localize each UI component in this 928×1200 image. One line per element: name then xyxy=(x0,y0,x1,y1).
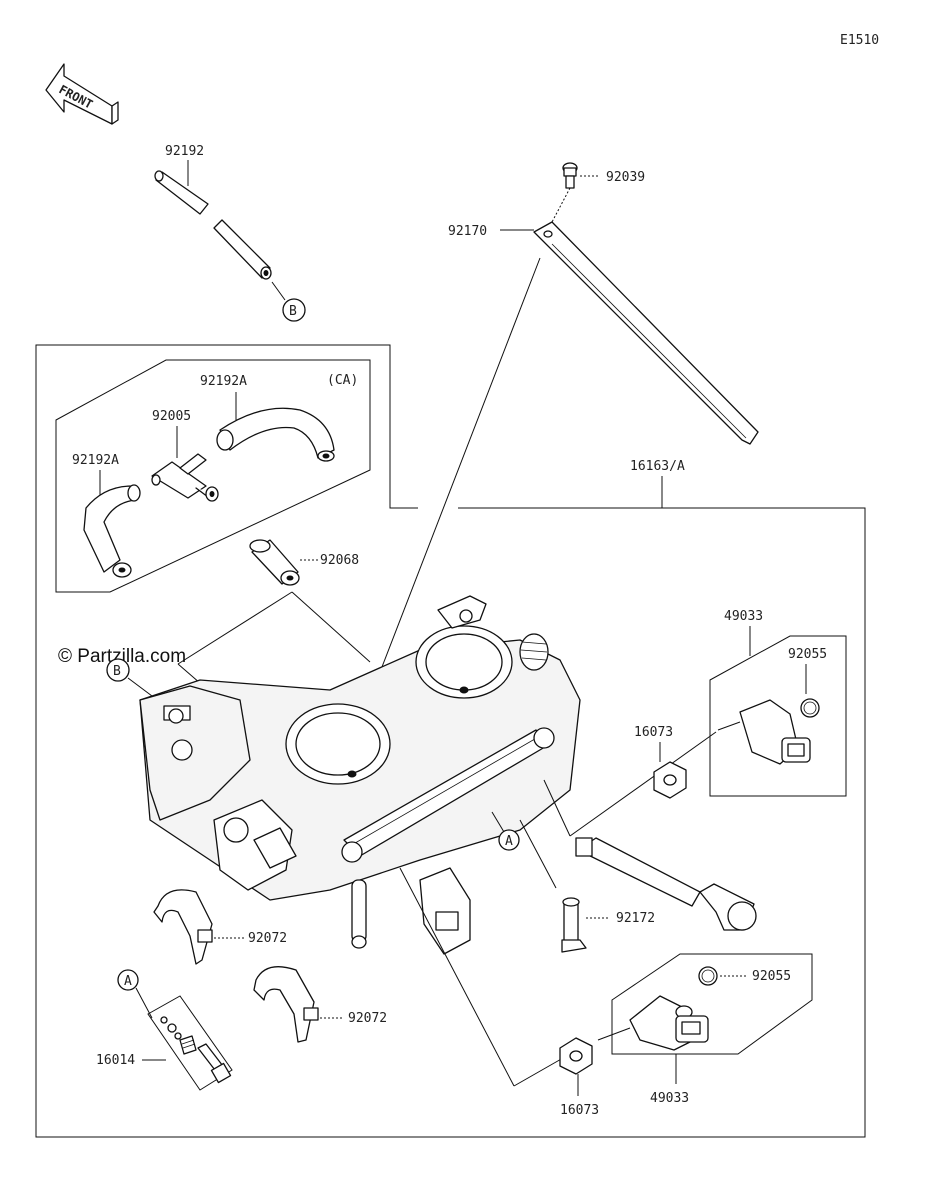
ca-subassembly-frame xyxy=(55,359,371,593)
label-92192a-top: 92192A xyxy=(200,374,247,389)
fuel-hose-right xyxy=(575,837,757,931)
label-16073-right: 16073 xyxy=(634,725,673,740)
hose-92192a-left xyxy=(83,484,141,578)
fuel-rail xyxy=(341,727,555,863)
callout-a-body xyxy=(498,829,520,851)
variant-label: (CA) xyxy=(327,373,358,388)
tee-joint-92005 xyxy=(151,453,219,502)
label-49033-right: 49033 xyxy=(724,609,763,624)
callout-b-top-letter: B xyxy=(289,304,297,319)
injector-low-frame xyxy=(611,953,813,1055)
hose-92192a-top xyxy=(216,407,335,462)
clamp-92072-mid xyxy=(253,966,319,1043)
callout-b-top xyxy=(282,298,306,322)
bolt-92172 xyxy=(561,897,587,953)
spring-icon xyxy=(519,633,549,671)
injector-49033-low xyxy=(597,995,709,1051)
label-92192a-left: 92192A xyxy=(72,453,119,468)
label-92192: 92192 xyxy=(165,144,204,159)
label-92170: 92170 xyxy=(448,224,487,239)
label-16073-low: 16073 xyxy=(560,1103,599,1118)
hose-92192 xyxy=(154,170,272,280)
stay-92170 xyxy=(533,221,759,445)
diagram-code: E1510 xyxy=(840,33,879,48)
label-49033-low: 49033 xyxy=(650,1091,689,1106)
cap-92068 xyxy=(249,539,300,586)
watermark: © Partzilla.com xyxy=(58,646,186,667)
callout-a-kit xyxy=(117,969,139,991)
label-92068: 92068 xyxy=(320,553,359,568)
label-16014: 16014 xyxy=(96,1053,135,1068)
label-92005: 92005 xyxy=(152,409,191,424)
injector-49033-right xyxy=(717,699,811,765)
injector-right-frame xyxy=(709,635,847,797)
label-92055-low: 92055 xyxy=(752,969,791,984)
clamp-92072-left xyxy=(153,889,213,965)
screw-kit-16014 xyxy=(160,1016,232,1084)
callout-a-kit-letter: A xyxy=(124,974,132,989)
label-16163a: 16163/A xyxy=(630,459,685,474)
main-assembly-frame xyxy=(35,344,866,1138)
label-92072-left: 92072 xyxy=(248,931,287,946)
front-arrow-icon: FRONT xyxy=(45,63,119,125)
label-92055-right: 92055 xyxy=(788,647,827,662)
screw-92039 xyxy=(562,162,578,189)
throttle-body-assembly xyxy=(139,595,581,955)
label-92039: 92039 xyxy=(606,170,645,185)
callout-b-body-letter: B xyxy=(113,664,121,679)
label-92172: 92172 xyxy=(616,911,655,926)
seal-16073-right xyxy=(653,761,687,799)
label-92072-mid: 92072 xyxy=(348,1011,387,1026)
seal-16073-low xyxy=(559,1037,593,1075)
callout-b-body xyxy=(106,658,130,682)
callout-a-body-letter: A xyxy=(505,834,513,849)
